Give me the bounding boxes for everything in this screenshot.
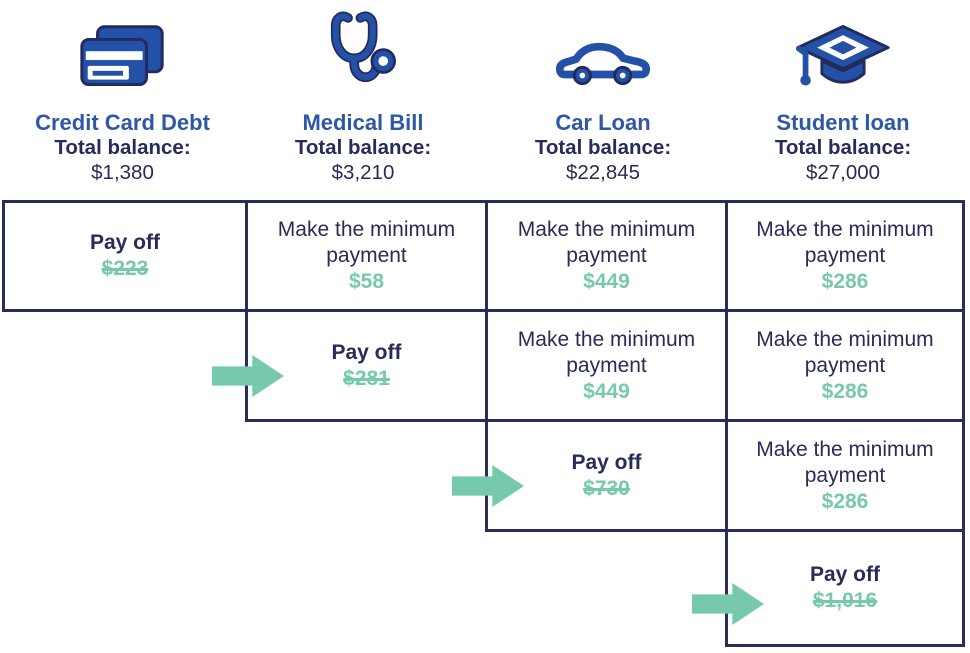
amount-label: $286 xyxy=(821,489,869,513)
stethoscope-icon xyxy=(330,11,396,83)
action-label: Make the minimum payment xyxy=(517,327,696,377)
amount-label: $286 xyxy=(821,379,869,403)
balance-amount: $27,000 xyxy=(805,161,881,184)
step-cell-payoff-credit-card: Pay off $223 xyxy=(5,203,245,309)
debts-header: Credit Card Debt Total balance: $1,380 M… xyxy=(2,0,965,198)
action-label: Make the minimum payment xyxy=(756,218,934,267)
debt-column-credit-card: Credit Card Debt Total balance: $1,380 xyxy=(2,0,243,198)
action-label: Make the minimum payment xyxy=(517,218,696,267)
debt-title: Student loan xyxy=(776,110,910,135)
step-row-4: Pay off $1,016 xyxy=(725,532,965,647)
debt-column-medical-bill: Medical Bill Total balance: $3,210 xyxy=(243,0,483,198)
amount-label: $449 xyxy=(583,379,630,403)
balance-label: Total balance: xyxy=(774,136,912,159)
debt-title: Credit Card Debt xyxy=(35,110,210,135)
car-icon xyxy=(555,42,651,86)
action-label: Pay off xyxy=(571,450,642,474)
credit-card-icon xyxy=(79,25,164,87)
balance-label: Total balance: xyxy=(294,136,432,159)
balance-label: Total balance: xyxy=(54,136,191,159)
action-label: Pay off xyxy=(809,563,880,586)
step-row-3: Pay off $730 Make the minimum payment $2… xyxy=(485,422,965,532)
step-row-1: Pay off $223 Make the minimum payment $5… xyxy=(2,200,965,312)
step-row-2: Pay off $281 Make the minimum payment $4… xyxy=(245,312,965,422)
amount-label: $1,016 xyxy=(812,589,878,612)
balance-amount: $22,845 xyxy=(565,161,641,184)
balance-amount: $1,380 xyxy=(91,161,154,184)
step-cell-min-car: Make the minimum payment $449 xyxy=(485,312,725,419)
step-cell-min-student: Make the minimum payment $286 xyxy=(725,312,962,419)
action-label: Pay off xyxy=(331,340,402,364)
step-cell-payoff-medical: Pay off $281 xyxy=(248,312,485,419)
amount-label: $58 xyxy=(348,270,385,293)
action-label: Make the minimum payment xyxy=(756,327,934,377)
debt-column-car-loan: Car Loan Total balance: $22,845 xyxy=(483,0,723,198)
amount-label: $281 xyxy=(343,366,390,390)
step-cell-min-student: Make the minimum payment $286 xyxy=(725,422,962,529)
payment-steps-grid: Pay off $223 Make the minimum payment $5… xyxy=(2,200,965,647)
action-label: Make the minimum payment xyxy=(277,218,456,267)
step-cell-min-student: Make the minimum payment $286 xyxy=(725,203,962,309)
credit-card-icon-box xyxy=(74,0,172,102)
car-icon-box xyxy=(555,0,651,102)
step-cell-payoff-car: Pay off $730 xyxy=(488,422,725,529)
action-label: Make the minimum payment xyxy=(756,437,934,487)
action-label: Pay off xyxy=(89,231,160,254)
stethoscope-icon-box xyxy=(319,0,407,102)
graduation-cap-icon xyxy=(795,25,890,86)
debt-title: Car Loan xyxy=(555,110,651,135)
amount-label: $730 xyxy=(583,476,630,500)
amount-label: $223 xyxy=(101,257,149,280)
balance-amount: $3,210 xyxy=(331,161,395,184)
amount-label: $286 xyxy=(821,270,869,293)
step-cell-min-medical: Make the minimum payment $58 xyxy=(245,203,485,309)
debt-column-student-loan: Student loan Total balance: $27,000 xyxy=(723,0,963,198)
amount-label: $449 xyxy=(583,270,630,293)
debt-title: Medical Bill xyxy=(302,110,424,135)
graduation-cap-icon-box xyxy=(795,0,891,102)
step-cell-min-car: Make the minimum payment $449 xyxy=(485,203,725,309)
step-cell-payoff-student: Pay off $1,016 xyxy=(728,532,962,644)
balance-label: Total balance: xyxy=(534,136,672,159)
